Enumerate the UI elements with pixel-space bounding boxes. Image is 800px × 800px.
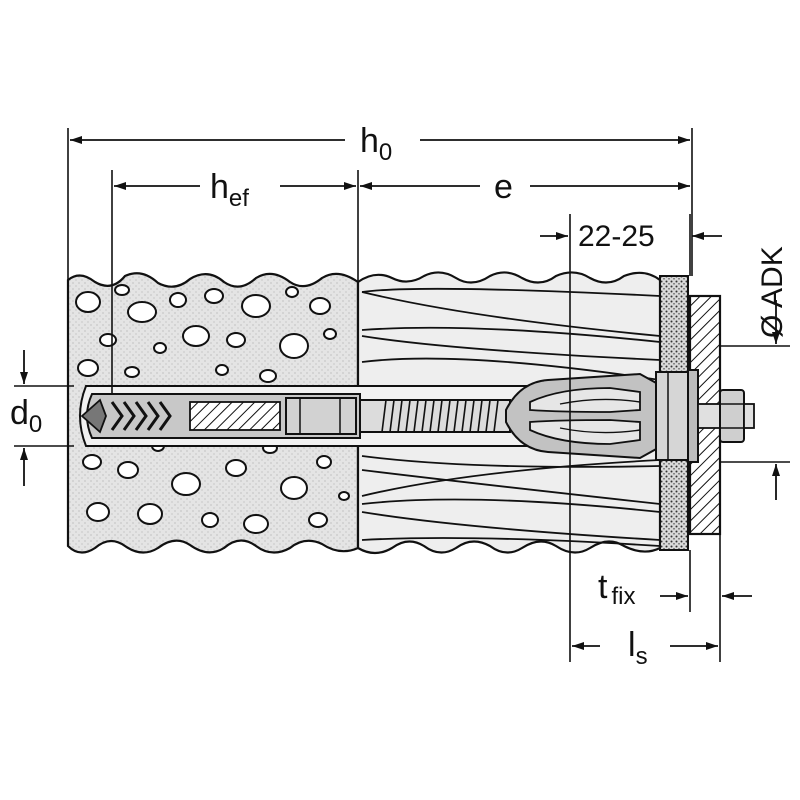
rod-threads xyxy=(381,399,499,433)
label-ls: ls xyxy=(628,626,648,670)
label-d0: d0 xyxy=(10,394,42,438)
label-adk: Ø ADK xyxy=(756,246,789,338)
rod-end xyxy=(743,403,755,429)
washer xyxy=(687,369,699,463)
plug-teeth xyxy=(110,401,172,431)
label-e: e xyxy=(494,168,513,206)
aggregate-stones xyxy=(75,284,350,534)
insulation-fibers xyxy=(361,287,661,547)
anchor-assembly xyxy=(80,369,755,463)
plug-tip xyxy=(80,398,107,434)
plug-collar xyxy=(285,397,357,435)
label-hef: hef xyxy=(210,168,249,212)
label-h0: h0 xyxy=(360,122,392,166)
extension-lines xyxy=(14,128,790,662)
label-spacer-22-25: 22-25 xyxy=(578,220,655,253)
hex-nut xyxy=(719,389,745,443)
spacer-sleeve xyxy=(505,372,659,460)
rod-through-plate xyxy=(697,403,723,429)
dimension-lines xyxy=(20,136,780,650)
anchor-flange xyxy=(655,371,689,461)
plug-expansion-section xyxy=(189,401,281,431)
